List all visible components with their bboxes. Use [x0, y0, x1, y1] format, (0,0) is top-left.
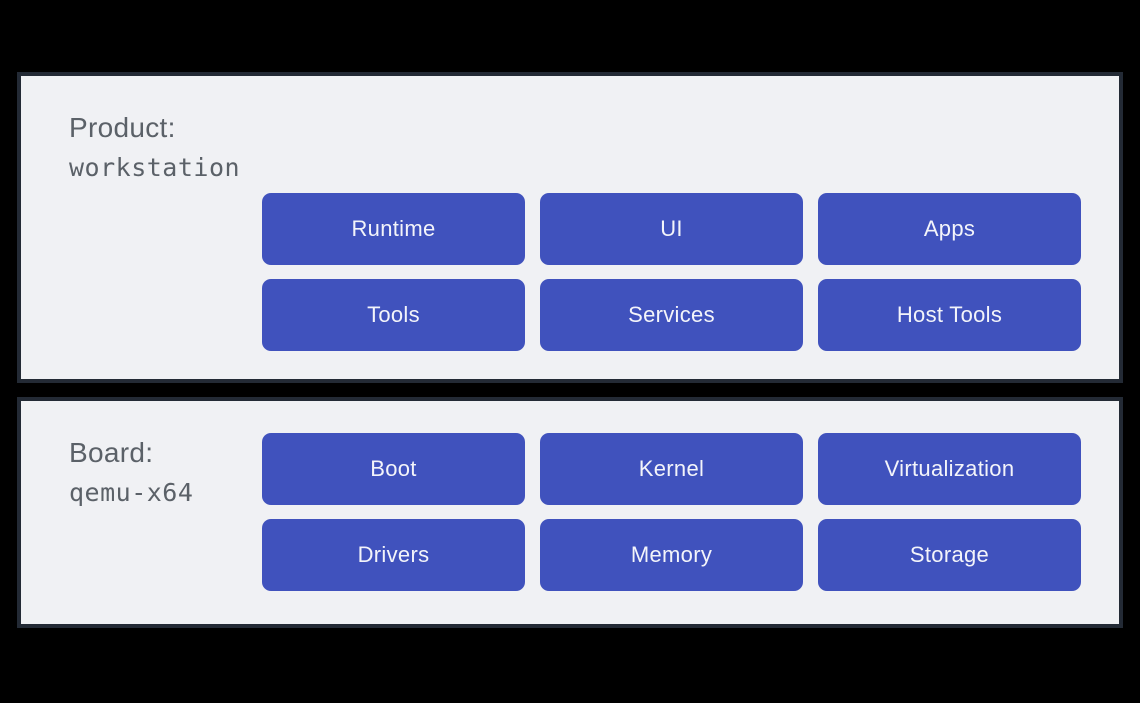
board-block-drivers: Drivers: [262, 519, 525, 591]
board-name: qemu-x64: [69, 478, 194, 507]
board-label: Board: qemu-x64: [69, 433, 193, 513]
product-block-tools: Tools: [262, 279, 525, 351]
board-block-grid: Boot Kernel Virtualization Drivers Memor…: [262, 433, 1081, 591]
product-block-grid: Runtime UI Apps Tools Services Host Tool…: [262, 193, 1081, 351]
board-block-virtualization: Virtualization: [818, 433, 1081, 505]
product-name: workstation: [69, 153, 241, 182]
product-panel: Product: workstation Runtime UI Apps Too…: [17, 72, 1123, 383]
board-block-storage: Storage: [818, 519, 1081, 591]
product-label-prefix: Product:: [69, 112, 176, 143]
board-block-boot: Boot: [262, 433, 525, 505]
product-block-services: Services: [540, 279, 803, 351]
board-panel: Board: qemu-x64 Boot Kernel Virtualizati…: [17, 397, 1123, 628]
board-block-memory: Memory: [540, 519, 803, 591]
board-block-kernel: Kernel: [540, 433, 803, 505]
product-label: Product: workstation: [69, 108, 240, 188]
product-block-apps: Apps: [818, 193, 1081, 265]
board-label-prefix: Board:: [69, 437, 154, 468]
product-block-ui: UI: [540, 193, 803, 265]
product-block-runtime: Runtime: [262, 193, 525, 265]
product-block-host-tools: Host Tools: [818, 279, 1081, 351]
